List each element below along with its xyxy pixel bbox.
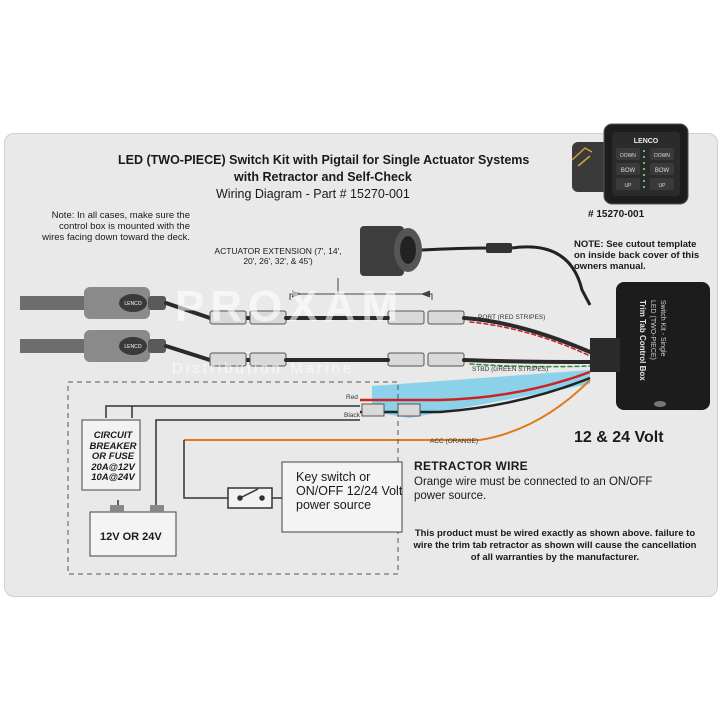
svg-text:LENCO: LENCO [124, 301, 141, 307]
cutout-note: NOTE: See cutout template on inside back… [574, 239, 700, 272]
up-right-button[interactable] [650, 178, 674, 190]
circuit-breaker-box [81, 419, 141, 491]
highlight-beam [372, 370, 590, 418]
port-wire-label: PORT (RED STRIPES) [478, 314, 546, 321]
switch-symbol [227, 487, 273, 509]
acc-wire-label: ACC (ORANGE) [430, 438, 479, 445]
stbd-wire-label: STBD (GREEN STRIPES) [472, 366, 549, 373]
svg-text:UP: UP [659, 183, 667, 189]
switch-brand: LENCO [634, 138, 659, 145]
key-switch-box [281, 461, 403, 533]
key-switch-label: Key switch or ON/OFF 12/24 Volt power so… [296, 470, 403, 512]
svg-text:Switch Kit - Single: Switch Kit - Single [659, 300, 666, 357]
down-right-button[interactable] [650, 148, 674, 160]
mounting-note: Note: In all cases, make sure the contro… [42, 210, 190, 243]
bow-left-button[interactable] [616, 163, 640, 175]
diagram-part-line: Wiring Diagram - Part # 15270-001 [216, 187, 410, 201]
svg-text:LED (TWO-PIECE): LED (TWO-PIECE) [649, 300, 656, 360]
actuator-cables [164, 301, 592, 368]
black-wire-label: Black [344, 412, 360, 419]
svg-text:DOWN: DOWN [620, 153, 636, 159]
watermark: PROXAM [175, 282, 405, 331]
part-number-label: # 15270-001 [588, 209, 645, 220]
up-left-button[interactable] [616, 178, 640, 190]
down-left-button[interactable] [616, 148, 640, 160]
svg-text:UP: UP [625, 183, 633, 189]
svg-text:DOWN: DOWN [654, 153, 670, 159]
svg-text:BOW: BOW [655, 168, 670, 174]
actuator-extension-label: ACTUATOR EXTENSION (7', 14', 20', 26', 3… [214, 246, 342, 266]
circuit-breaker-label: CIRCUIT BREAKER OR FUSE 20A@12V 10A@24V [89, 430, 137, 483]
control-box: Trim Tab Control Box LED (TWO-PIECE) Swi… [590, 282, 710, 410]
control-box-title: Trim Tab Control Box [638, 300, 647, 381]
voltage-label: 12 & 24 Volt [574, 429, 664, 446]
battery-label: 12V OR 24V [100, 531, 162, 543]
extension-bracket [289, 278, 433, 300]
diagram-subtitle: with Retractor and Self-Check [234, 170, 412, 184]
red-wire-label: Red [346, 394, 358, 401]
retractor-wire-text: Orange wire must be connected to an ON/O… [414, 476, 653, 502]
bow-right-button[interactable] [650, 163, 674, 175]
switch-panel-illustration: LENCO DOWN DOWN BOW BOW UP UP [571, 123, 689, 205]
battery-box [89, 511, 177, 557]
diagram-title: LED (TWO-PIECE) Switch Kit with Pigtail … [118, 153, 530, 167]
actuator-starboard: LENCO [20, 330, 166, 362]
retractor-wire-title: RETRACTOR WIRE [414, 459, 528, 473]
svg-text:BOW: BOW [621, 168, 636, 174]
svg-text:LENCO: LENCO [124, 344, 141, 350]
pigtail-connector [360, 226, 592, 306]
watermark-subtitle: Distribution Marine [172, 360, 355, 377]
actuator-port: LENCO [20, 287, 166, 319]
warranty-warning: This product must be wired exactly as sh… [413, 528, 697, 563]
